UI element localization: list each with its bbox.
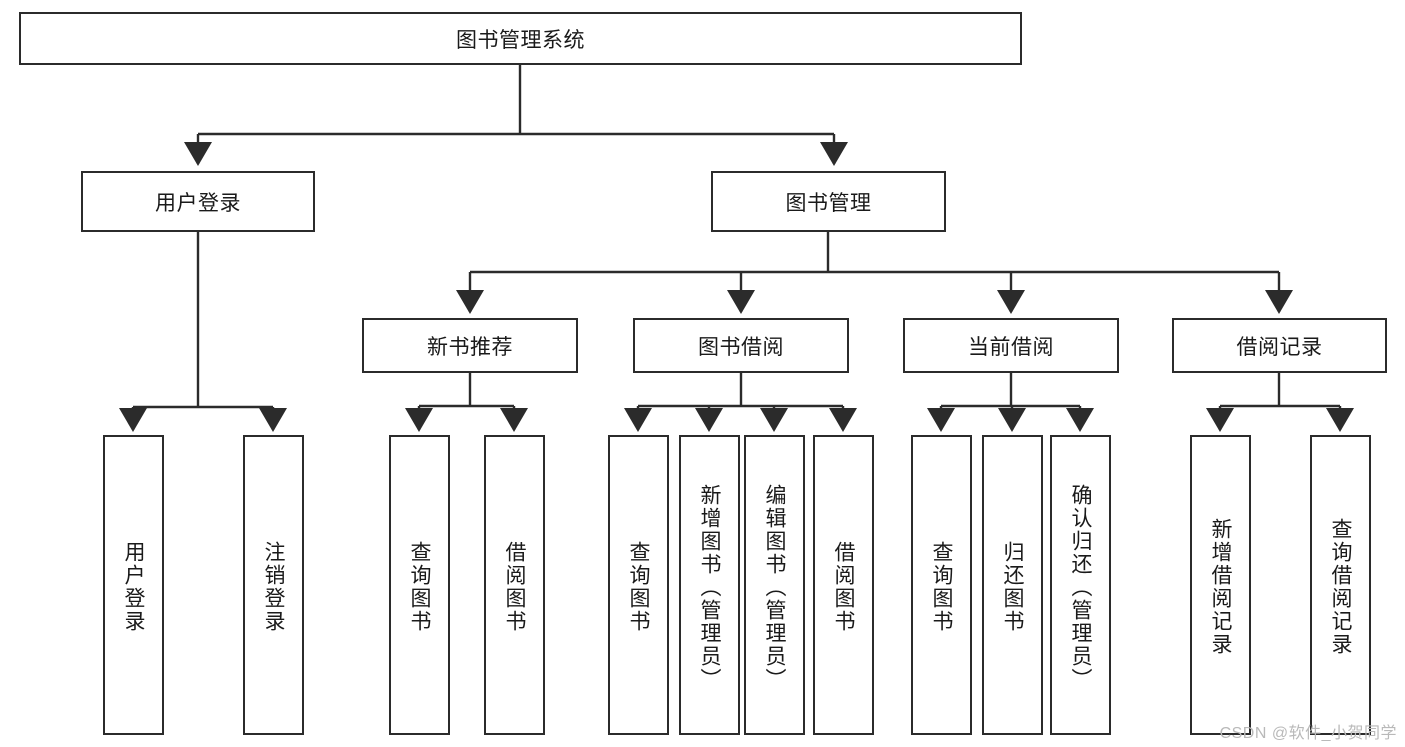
node-leaf-add-book[interactable]: 新增图书（管理员）	[679, 435, 740, 735]
node-root[interactable]: 图书管理系统	[19, 12, 1022, 65]
node-leaf-logout-label: 注销登录	[262, 541, 285, 633]
node-leaf-confirm-return[interactable]: 确认归还（管理员）	[1050, 435, 1111, 735]
node-leaf-edit-book[interactable]: 编辑图书（管理员）	[744, 435, 805, 735]
node-leaf-add-book-label: 新增图书（管理员）	[698, 483, 721, 691]
node-leaf-user-login-label: 用户登录	[122, 541, 145, 633]
node-current-borrow-label: 当前借阅	[968, 335, 1054, 359]
node-leaf-query-book-1[interactable]: 查询图书	[389, 435, 450, 735]
node-leaf-logout[interactable]: 注销登录	[243, 435, 304, 735]
node-leaf-query-record[interactable]: 查询借阅记录	[1310, 435, 1371, 735]
node-current-borrow[interactable]: 当前借阅	[903, 318, 1119, 373]
node-book-manage-label: 图书管理	[785, 191, 872, 215]
node-leaf-edit-book-label: 编辑图书（管理员）	[763, 483, 786, 691]
node-leaf-query-book-2[interactable]: 查询图书	[608, 435, 669, 735]
node-leaf-query-record-label: 查询借阅记录	[1329, 518, 1352, 656]
node-leaf-confirm-return-label: 确认归还（管理员）	[1069, 483, 1092, 691]
node-book-borrow-label: 图书借阅	[698, 335, 784, 359]
node-leaf-query-book-3[interactable]: 查询图书	[911, 435, 972, 735]
node-leaf-query-book-1-label: 查询图书	[408, 541, 431, 633]
node-root-label: 图书管理系统	[456, 28, 585, 52]
node-new-book-rec-label: 新书推荐	[427, 335, 513, 359]
node-leaf-borrow-book-2[interactable]: 借阅图书	[813, 435, 874, 735]
node-leaf-borrow-book-1[interactable]: 借阅图书	[484, 435, 545, 735]
node-leaf-add-record[interactable]: 新增借阅记录	[1190, 435, 1251, 735]
node-borrow-record-label: 借阅记录	[1236, 335, 1323, 359]
node-user-login-label: 用户登录	[155, 191, 241, 215]
node-leaf-return-book[interactable]: 归还图书	[982, 435, 1043, 735]
node-book-borrow[interactable]: 图书借阅	[633, 318, 849, 373]
node-leaf-borrow-book-2-label: 借阅图书	[832, 541, 855, 633]
csdn-watermark: CSDN @软件_小贺同学	[1219, 725, 1397, 742]
node-new-book-rec[interactable]: 新书推荐	[362, 318, 578, 373]
node-user-login[interactable]: 用户登录	[81, 171, 315, 232]
node-borrow-record[interactable]: 借阅记录	[1172, 318, 1387, 373]
node-book-manage[interactable]: 图书管理	[711, 171, 946, 232]
node-leaf-user-login[interactable]: 用户登录	[103, 435, 164, 735]
node-leaf-query-book-2-label: 查询图书	[627, 541, 650, 633]
node-leaf-borrow-book-1-label: 借阅图书	[503, 541, 526, 633]
node-leaf-return-book-label: 归还图书	[1001, 541, 1024, 633]
node-leaf-query-book-3-label: 查询图书	[930, 541, 953, 633]
node-leaf-add-record-label: 新增借阅记录	[1209, 518, 1232, 656]
